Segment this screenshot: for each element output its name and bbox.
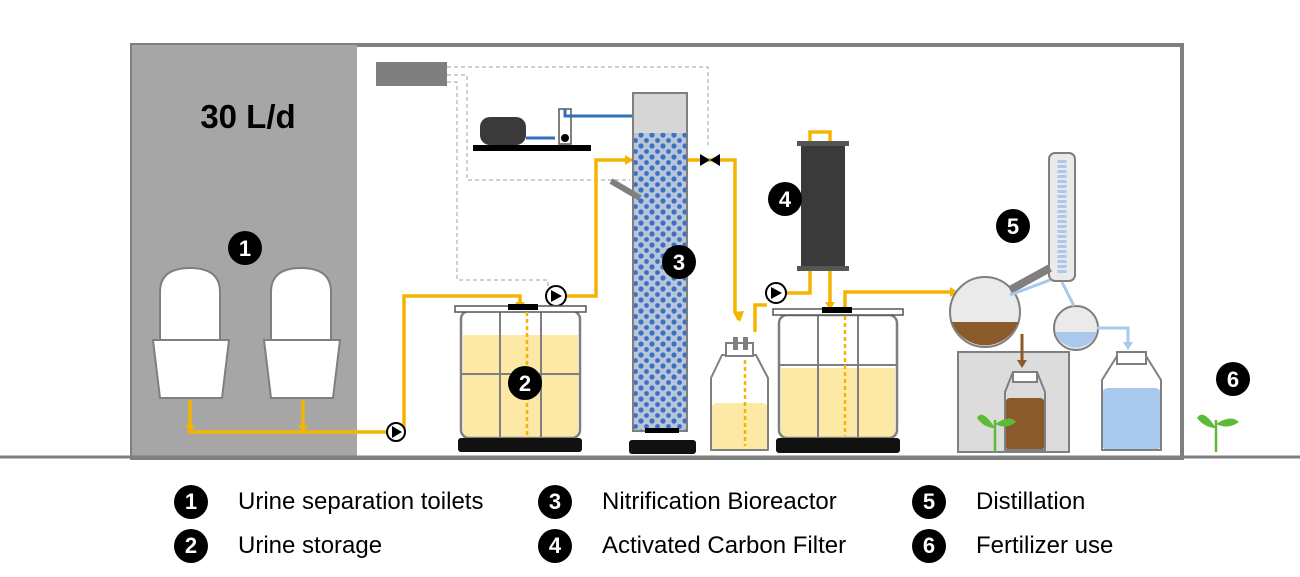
pump-icon: [386, 422, 406, 442]
distillation-unit: [949, 152, 1133, 453]
legend-item-distillation: 5 Distillation: [912, 482, 1085, 522]
control-wire: [447, 74, 630, 181]
legend-number: 4: [538, 529, 572, 563]
svg-text:3: 3: [673, 250, 685, 275]
fertilizer-bottle: [1004, 371, 1046, 451]
legend-number: 3: [538, 485, 572, 519]
svg-text:5: 5: [1007, 214, 1019, 239]
legend-label: Activated Carbon Filter: [602, 532, 847, 559]
step-marker-2: 2: [508, 366, 542, 400]
legend-label: Fertilizer use: [976, 532, 1114, 559]
legend-item-fertilizer-use: 6 Fertilizer use: [912, 526, 1113, 566]
svg-text:1: 1: [239, 236, 251, 261]
pump-icon: [545, 285, 567, 307]
valve-icon: [700, 154, 720, 166]
air-pump: [480, 117, 526, 145]
plant-icon: [1197, 414, 1239, 452]
step-marker-5: 5: [996, 209, 1030, 243]
distillate-bottle: [1101, 351, 1162, 451]
legend-number: 2: [174, 529, 208, 563]
control-box: [376, 62, 447, 86]
step-marker-3: 3: [662, 245, 696, 279]
svg-text:2: 2: [519, 371, 531, 396]
activated-carbon-filter: [797, 141, 849, 271]
toilet-right: [262, 266, 342, 399]
legend-item-activated-carbon-filter: 4 Activated Carbon Filter: [538, 526, 846, 566]
plant-icon: [977, 414, 1016, 452]
legend-label: Distillation: [976, 488, 1086, 515]
legend-number: 6: [912, 529, 946, 563]
legend-label: Nitrification Bioreactor: [602, 488, 837, 515]
legend-item-urine-storage: 2 Urine storage: [174, 526, 382, 566]
capacity-label: 30 L/d: [200, 98, 295, 135]
legend-item-urine-separation-toilets: 1 Urine separation toilets: [174, 482, 483, 522]
step-marker-6: 6: [1216, 362, 1250, 396]
urine-pipes: [188, 130, 950, 434]
legend-number: 5: [912, 485, 946, 519]
legend-item-nitrification-bioreactor: 3 Nitrification Bioreactor: [538, 482, 837, 522]
step-marker-1: 1: [228, 231, 262, 265]
treated-storage-tank: [772, 307, 904, 453]
collector-bottle: [710, 337, 769, 451]
legend: 1 Urine separation toilets 2 Urine stora…: [0, 478, 1300, 577]
control-wire: [447, 66, 709, 145]
bioreactor-column: [609, 92, 696, 454]
legend-label: Urine separation toilets: [238, 488, 484, 515]
legend-label: Urine storage: [238, 532, 383, 559]
legend-number: 1: [174, 485, 208, 519]
control-wire: [447, 81, 549, 290]
toilet-left: [151, 266, 231, 399]
step-marker-4: 4: [768, 182, 802, 216]
pump-icon: [765, 282, 787, 304]
pump-shelf: [473, 145, 591, 151]
svg-text:4: 4: [779, 187, 792, 212]
svg-text:6: 6: [1227, 367, 1239, 392]
